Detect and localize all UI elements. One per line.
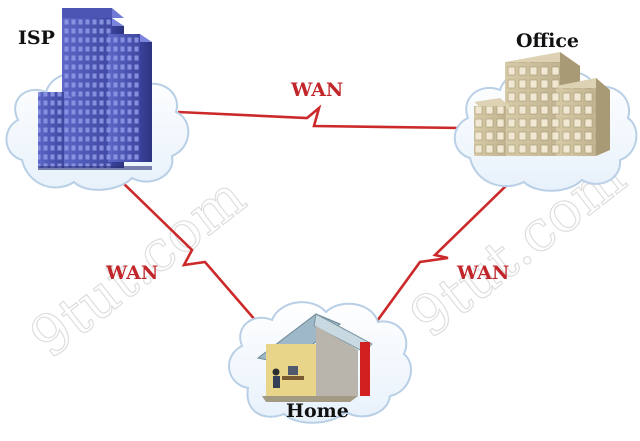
house-icon [256,313,373,402]
wan-link-isp-home [121,181,263,329]
wan-links [121,104,511,329]
server-building-icon [38,8,152,170]
office-label: Office [516,30,579,52]
home-label: Home [286,400,349,422]
wan-label-isp-home: WAN [105,262,158,284]
wan-label-isp-office: WAN [290,79,343,101]
wan-link-isp-office [177,104,463,130]
wan-labels: WAN WAN WAN [105,79,509,284]
office-building-icon [474,52,610,156]
isp-node: ISP [5,8,190,191]
home-node: Home [228,301,413,424]
isp-label: ISP [18,27,55,49]
wan-link-office-home [370,181,511,329]
office-node: Office [453,30,638,192]
wan-label-office-home: WAN [456,262,509,284]
